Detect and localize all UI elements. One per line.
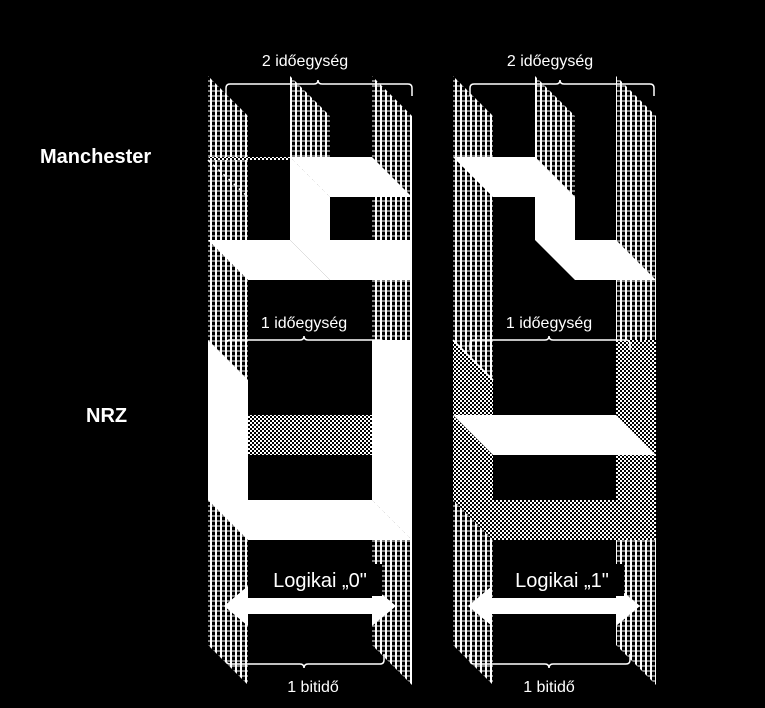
brace-bottom-1 [469,654,631,669]
logic-label-bg-1 [500,564,624,596]
manchester-wave-0-bottom-r [290,240,412,280]
nrz-wave-0-right [372,340,412,540]
brace-top-1 [469,79,655,96]
label-manchester: Manchester [40,146,151,168]
manchester-wave-1-drop [535,157,575,240]
nrz-wave-1-left [453,340,493,540]
panel-logic-zero [207,76,413,685]
manchester-wave-1-gap [495,198,533,238]
bottom-span-label-1: 1 bitidő [523,679,575,696]
nrz-wave-0-bottom [208,500,412,540]
manchester-wave-0-top [290,157,412,197]
top-span-label-1: 2 időegység [507,53,593,70]
manchester-wave-0-drop [290,157,330,240]
manchester-dashed-diagonal [207,159,249,198]
manchester-wave-1-bottom [535,240,656,280]
nrz-wave-1-level [453,415,656,455]
logic-label-bg-0 [258,564,382,596]
double-arrow-1 [468,586,640,626]
brace-mid-0 [225,335,385,350]
mid-span-label-0: 1 időegység [261,315,347,332]
logic-label-0: Logikai „0" [273,570,367,592]
logic-label-1: Logikai „1" [515,570,609,592]
nrz-wave-1-bottom [453,500,656,540]
nrz-wave-1-diagonal [452,339,494,381]
brace-mid-1 [469,335,631,350]
double-arrow-0 [224,586,396,626]
nrz-wave-0-left [208,340,248,540]
manchester-wave-0-bottom [208,240,330,280]
label-nrz: NRZ [86,405,127,427]
brace-top-0 [225,79,413,96]
brace-bottom-0 [225,654,385,669]
manchester-wave-0-gap [250,198,288,238]
manchester-wave-0-mid-edge [330,197,372,240]
mid-span-label-1: 1 időegység [506,315,592,332]
manchester-wave-1-gap-r [576,198,614,238]
manchester-dashed-guide [208,157,290,160]
nrz-wave-0-middle [248,415,372,455]
top-span-label-0: 2 időegység [262,53,348,70]
bottom-span-label-0: 1 bitidő [287,679,339,696]
panel-logic-one [452,76,656,685]
